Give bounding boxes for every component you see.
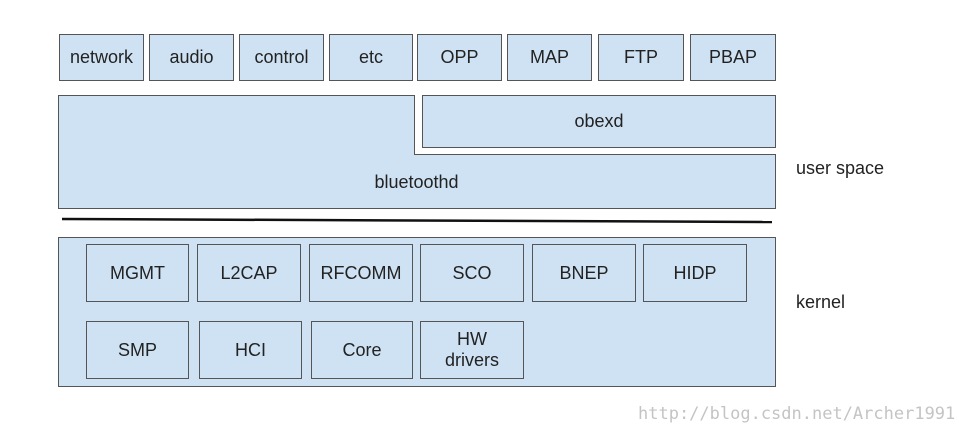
kernel-box-smp: SMP [86,321,189,379]
profile-box-map: MAP [507,34,592,81]
kernel-box-rfcomm: RFCOMM [309,244,413,302]
profile-label: OPP [440,47,479,67]
profile-box-audio: audio [149,34,234,81]
profile-label: audio [169,47,214,67]
profile-label: etc [358,47,383,67]
kernel-box-core: Core [311,321,413,379]
kernel-label: HCI [235,339,266,360]
kernel-box-bnep: BNEP [532,244,636,302]
kernel-label: SMP [117,339,157,360]
profile-box-ftp: FTP [598,34,684,81]
kernel-label: RFCOMM [320,262,402,283]
kernel-box-l2cap: L2CAP [197,244,301,302]
kernel-label: MGMT [110,262,165,283]
kernel-label: Core [342,339,382,360]
profile-box-pbap: PBAP [690,34,776,81]
kernel-label: SCO [452,262,492,283]
user-space-label: user space [796,158,885,178]
kernel-label: L2CAP [220,262,278,283]
bluetoothd-label: bluetoothd [374,172,459,192]
hw-label-line1: HW [457,329,487,349]
kernel-box-sco: SCO [420,244,524,302]
kernel-box-hidp: HIDP [643,244,747,302]
profile-label: control [254,47,309,67]
kernel-label: HIDP [673,262,717,283]
profile-box-opp: OPP [417,34,502,81]
kernel-label: BNEP [559,262,609,283]
profile-label: network [69,47,134,67]
profile-label: MAP [529,47,569,67]
kernel-label-side: kernel [796,292,846,312]
kernel-box-hw-drivers: HW drivers [420,321,524,379]
kernel-box-hci: HCI [199,321,302,379]
hw-label-line2: drivers [444,350,499,370]
obexd-box: obexd [422,95,776,148]
watermark-url: http://blog.csdn.net/Archer1991 [638,404,956,424]
obexd-label: obexd [574,111,624,131]
kernel-box-mgmt: MGMT [86,244,189,302]
profile-box-network: network [59,34,144,81]
profile-box-control: control [239,34,324,81]
profile-label: PBAP [708,47,758,67]
profile-label: FTP [624,47,658,67]
profile-box-etc: etc [329,34,413,81]
